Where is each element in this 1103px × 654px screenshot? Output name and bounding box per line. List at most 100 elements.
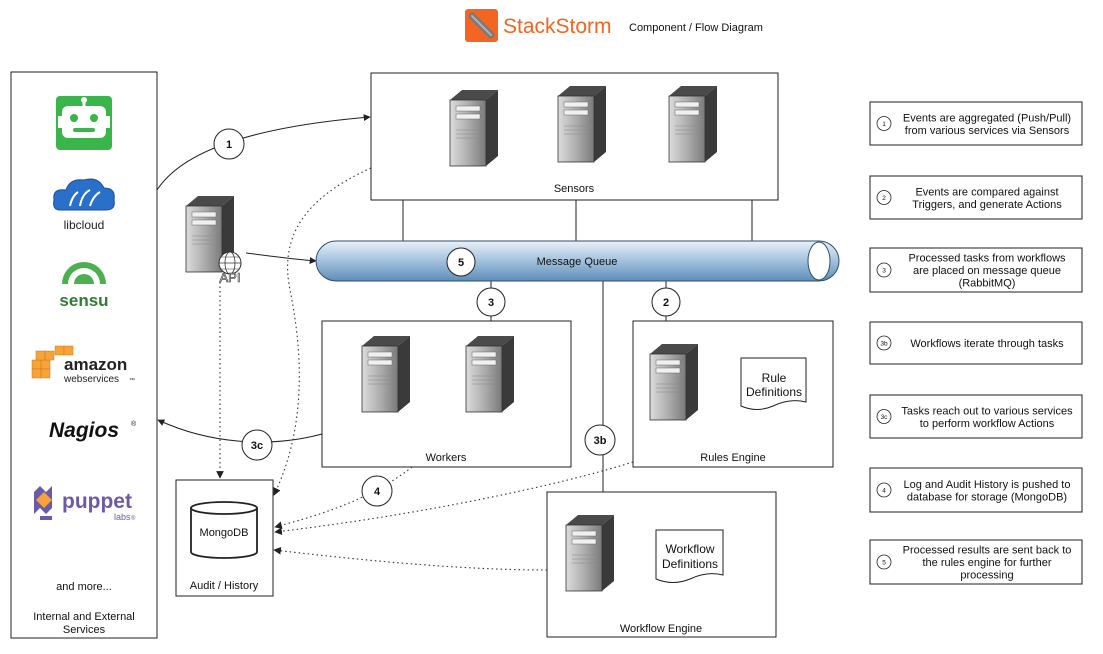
step-description-line: Log and Audit History is pushed to (904, 479, 1071, 491)
step-description-line: Processed tasks from workflows (908, 253, 1066, 265)
worker-server-icon (465, 335, 515, 413)
workers-box (321, 320, 572, 468)
sensors-label: Sensors (554, 183, 595, 195)
amazon-label: amazon (64, 355, 127, 374)
services-caption-line2: Services (63, 624, 106, 636)
flow-number-3-text: 3 (488, 297, 494, 309)
step-number-text: 2 (882, 195, 886, 202)
step-legend: 1 Events are aggregated (Push/Pull)from v… (869, 101, 1083, 585)
step-number-badge (876, 335, 892, 351)
step-number-text: 4 (882, 487, 886, 494)
brand-name: StackStorm (503, 15, 612, 38)
step-box-1: 1 Events are aggregated (Push/Pull)from v… (869, 101, 1083, 146)
globe-icon (218, 251, 242, 275)
flow-number-4: 4 (361, 475, 393, 507)
rule-definitions-line1: Rule (762, 371, 787, 385)
step-description-line: Processed results are sent back to (903, 545, 1072, 557)
rule-definitions-document: Rule Definitions (740, 357, 807, 410)
workflow-definitions-line1: Workflow (665, 542, 714, 556)
rules-engine-label: Rules Engine (700, 452, 765, 464)
step-number-text: 3 (882, 267, 886, 274)
rules-server-icon (649, 343, 699, 421)
step-number-badge (876, 116, 892, 131)
workers-to-audit-dotted (274, 466, 413, 529)
labs-label: labs (114, 512, 131, 522)
webservices-label: webservices (63, 374, 119, 385)
sensu-logo-icon: sensu (59, 262, 109, 310)
step-description-line: are placed on message queue (913, 265, 1061, 277)
workflow-engine-label: Workflow Engine (620, 623, 702, 635)
nagios-logo-icon: Nagios ® (49, 419, 137, 442)
puppet-label: puppet (62, 490, 132, 513)
sensor-server-icon (557, 85, 607, 163)
services-to-sensors-arrow (156, 114, 371, 191)
mongodb-label: MongoDB (200, 527, 249, 539)
puppet-labs-logo-icon: puppet labs ® (34, 486, 136, 522)
and-more-label: and more... (56, 581, 112, 593)
api-label: API (220, 270, 241, 285)
flow-number-3b: 3b (584, 424, 616, 456)
sensors-to-audit-dotted (273, 167, 372, 496)
mongodb-cylinder-icon: MongoDB (190, 501, 258, 559)
step-description-line: Tasks reach out to various services (901, 405, 1073, 417)
flow-number-4-text: 4 (374, 486, 381, 498)
flow-number-2-text: 2 (663, 297, 669, 309)
libcloud-label: libcloud (64, 218, 105, 232)
stackstorm-logo-icon (465, 9, 498, 42)
step-description-line: Workflows iterate through tasks (910, 338, 1064, 350)
step-box-3b: 3b Workflows iterate through tasks (869, 321, 1083, 365)
workers-to-services-arrow (157, 419, 323, 443)
amazon-trademark: ™ (129, 377, 135, 384)
services-caption-line1: Internal and External (33, 611, 135, 623)
step-number-badge (876, 409, 892, 424)
flow-number-3c: 3c (241, 429, 273, 461)
step-description-line: database for storage (MongoDB) (907, 491, 1067, 503)
flow-number-1-text: 1 (226, 139, 232, 151)
message-queue-label: Message Queue (537, 256, 618, 268)
step-number-badge (876, 262, 892, 278)
workflow-server-icon (565, 514, 615, 592)
workers-label: Workers (426, 452, 467, 464)
step-number-badge (876, 554, 892, 570)
libcloud-logo-icon: libcloud (53, 178, 115, 232)
step-description-line: Events are compared against (915, 186, 1058, 198)
flow-number-5-text: 5 (458, 257, 464, 269)
message-queue-pipe: Message Queue (315, 240, 840, 282)
step-number-text: 5 (882, 559, 886, 566)
step-box-3c: 3c Tasks reach out to various servicesto … (869, 394, 1083, 439)
step-number-badge (876, 190, 892, 205)
nagios-registered: ® (131, 420, 137, 428)
workflow-definitions-line2: Definitions (662, 557, 718, 571)
puppet-registered: ® (131, 515, 136, 522)
step-description-line: the rules engine for further (922, 557, 1051, 569)
robot-icon (56, 96, 112, 150)
amazon-web-services-logo-icon: amazon webservices ™ (31, 345, 135, 385)
step-number-text: 3c (881, 414, 889, 421)
flow-number-5: 5 (446, 247, 476, 277)
step-description-line: processing (960, 570, 1013, 582)
step-description-line: to perform workflow Actions (920, 418, 1055, 430)
step-number-text: 3b (880, 340, 888, 347)
flow-number-2: 2 (651, 287, 681, 317)
api-to-queue-arrow (245, 252, 317, 265)
audit-history-label: Audit / History (190, 580, 259, 592)
sensor-server-icon (668, 85, 718, 163)
nagios-label: Nagios (49, 419, 119, 442)
flow-number-3: 3 (476, 287, 506, 317)
step-description-line: Triggers, and generate Actions (912, 199, 1062, 211)
step-description-line: Events are aggregated (Push/Pull) (903, 112, 1071, 124)
sensor-server-icon (449, 89, 499, 167)
services-panel (10, 71, 158, 639)
step-number-badge (876, 482, 892, 498)
sensu-label: sensu (59, 291, 108, 310)
step-description-line: from various services via Sensors (905, 125, 1070, 137)
flow-number-3c-text: 3c (251, 440, 263, 452)
step-box-4: 4 Log and Audit History is pushed todatab… (869, 467, 1083, 513)
step-number-text: 1 (882, 121, 886, 128)
worker-server-icon (361, 335, 411, 413)
rule-definitions-line2: Definitions (746, 385, 802, 399)
